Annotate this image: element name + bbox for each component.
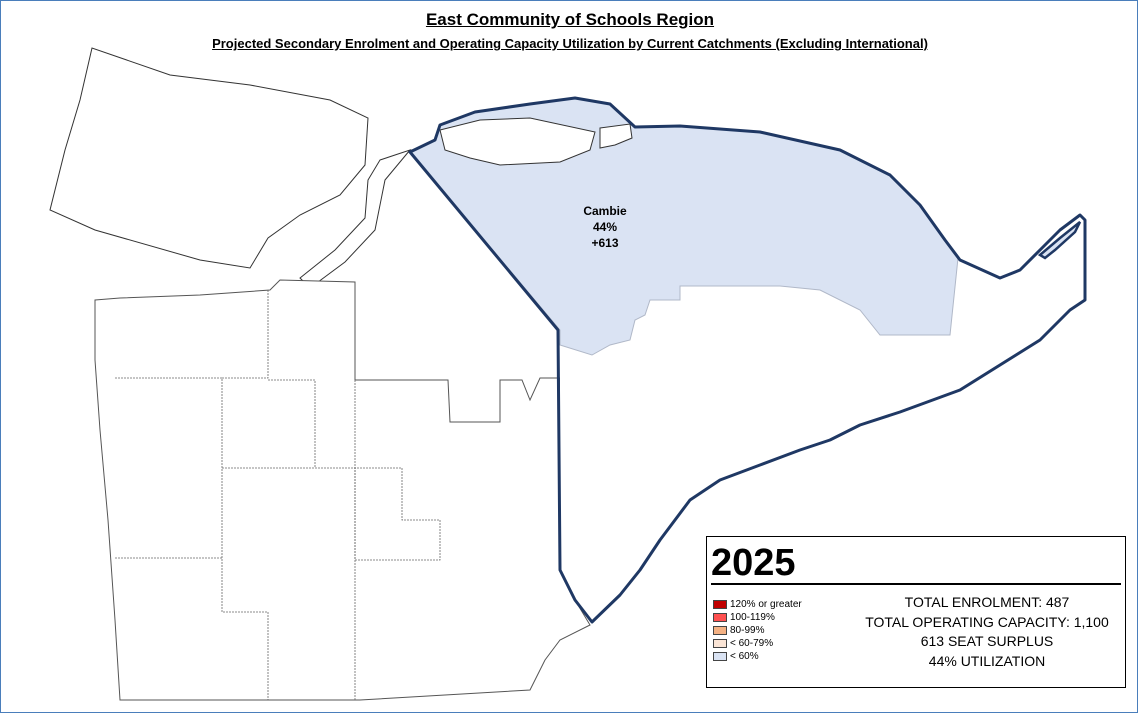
east-spit-boundary bbox=[1037, 221, 1082, 260]
legend-key-80: 80-99% bbox=[713, 624, 802, 636]
legend-swatch bbox=[713, 625, 727, 635]
legend-key-label: 80-99% bbox=[730, 624, 765, 636]
legend-key-60-79: < 60-79% bbox=[713, 637, 802, 649]
legend-year: 2025 bbox=[711, 542, 796, 584]
east-region-boundary bbox=[408, 96, 1087, 624]
legend-key-120: 120% or greater bbox=[713, 598, 802, 610]
total-capacity: TOTAL OPERATING CAPACITY: 1,100 bbox=[865, 613, 1109, 630]
cambie-inlet-island-west bbox=[439, 117, 596, 166]
legend-box: 2025 120% or greater 100-119% 80-99% < 6… bbox=[706, 536, 1126, 688]
legend-divider bbox=[711, 583, 1121, 585]
internal-catchment-lines bbox=[115, 290, 441, 700]
southwest-catchment-boundaries[interactable] bbox=[94, 279, 591, 701]
legend-swatch bbox=[713, 599, 727, 609]
legend-key-label: < 60% bbox=[730, 650, 759, 662]
legend-stats: TOTAL ENROLMENT: 487 TOTAL OPERATING CAP… bbox=[847, 593, 1127, 671]
legend-swatch bbox=[713, 638, 727, 648]
legend-key-label: 120% or greater bbox=[730, 598, 802, 610]
northwest-connector-strip bbox=[299, 148, 412, 289]
cambie-inlet-island-east bbox=[599, 123, 633, 149]
northwest-catchment-boundary[interactable] bbox=[49, 47, 369, 269]
seat-surplus: 613 SEAT SURPLUS bbox=[920, 633, 1054, 649]
map-title: East Community of Schools Region bbox=[425, 10, 715, 29]
legend-key-100: 100-119% bbox=[713, 611, 802, 623]
legend-key-label: < 60-79% bbox=[730, 637, 774, 649]
cambie-surplus: +613 bbox=[591, 236, 619, 250]
east-unshaded-area bbox=[560, 215, 1085, 620]
utilization: 44% UTILIZATION bbox=[928, 652, 1046, 669]
legend-swatch bbox=[713, 612, 727, 622]
legend-key-label: 100-119% bbox=[730, 611, 775, 623]
map-subtitle: Projected Secondary Enrolment and Operat… bbox=[212, 36, 928, 51]
legend-key-under-60: < 60% bbox=[713, 650, 802, 662]
cambie-label: Cambie 44% +613 bbox=[565, 203, 645, 251]
cambie-name: Cambie bbox=[583, 204, 627, 218]
total-enrolment: TOTAL ENROLMENT: 487 bbox=[904, 594, 1070, 610]
legend-keys: 120% or greater 100-119% 80-99% < 60-79%… bbox=[713, 598, 802, 663]
legend-swatch bbox=[713, 651, 727, 661]
cambie-utilization: 44% bbox=[592, 220, 618, 234]
